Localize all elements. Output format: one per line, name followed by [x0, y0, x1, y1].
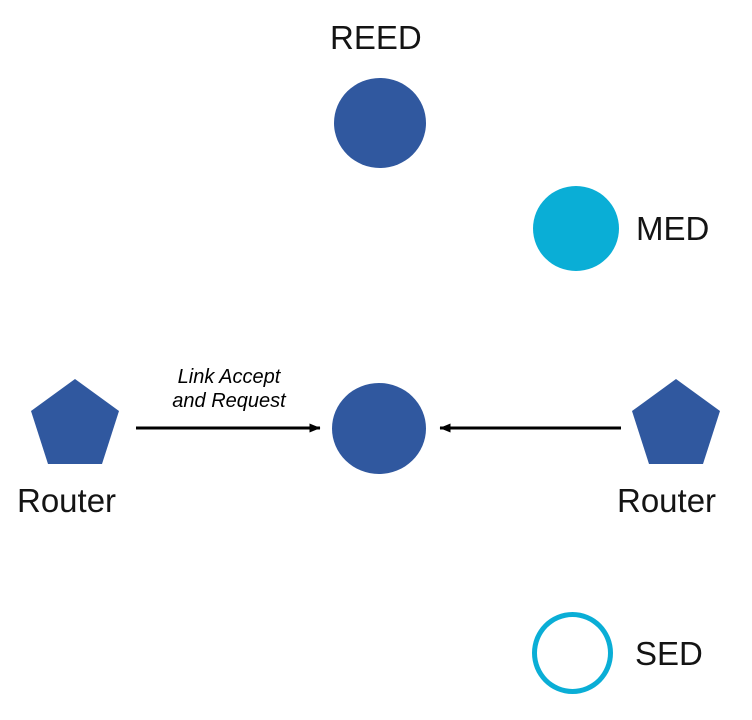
- edge-label-link-accept-and-request: Link Accept and Request: [172, 366, 286, 413]
- router-left-pentagon-shape[interactable]: [31, 379, 119, 464]
- router-right-pentagon-shape[interactable]: [632, 379, 720, 464]
- node-router-right-label: Router: [617, 482, 717, 519]
- node-sed-circle[interactable]: [532, 612, 613, 694]
- node-reed-circle[interactable]: [334, 78, 426, 168]
- node-med-circle[interactable]: [533, 186, 619, 271]
- node-sed-label: SED: [635, 635, 703, 672]
- node-leader-circle[interactable]: [332, 383, 426, 474]
- node-med-label: MED: [636, 210, 710, 247]
- node-router-left-label: Router: [17, 482, 117, 519]
- node-reed-label: REED: [330, 19, 422, 56]
